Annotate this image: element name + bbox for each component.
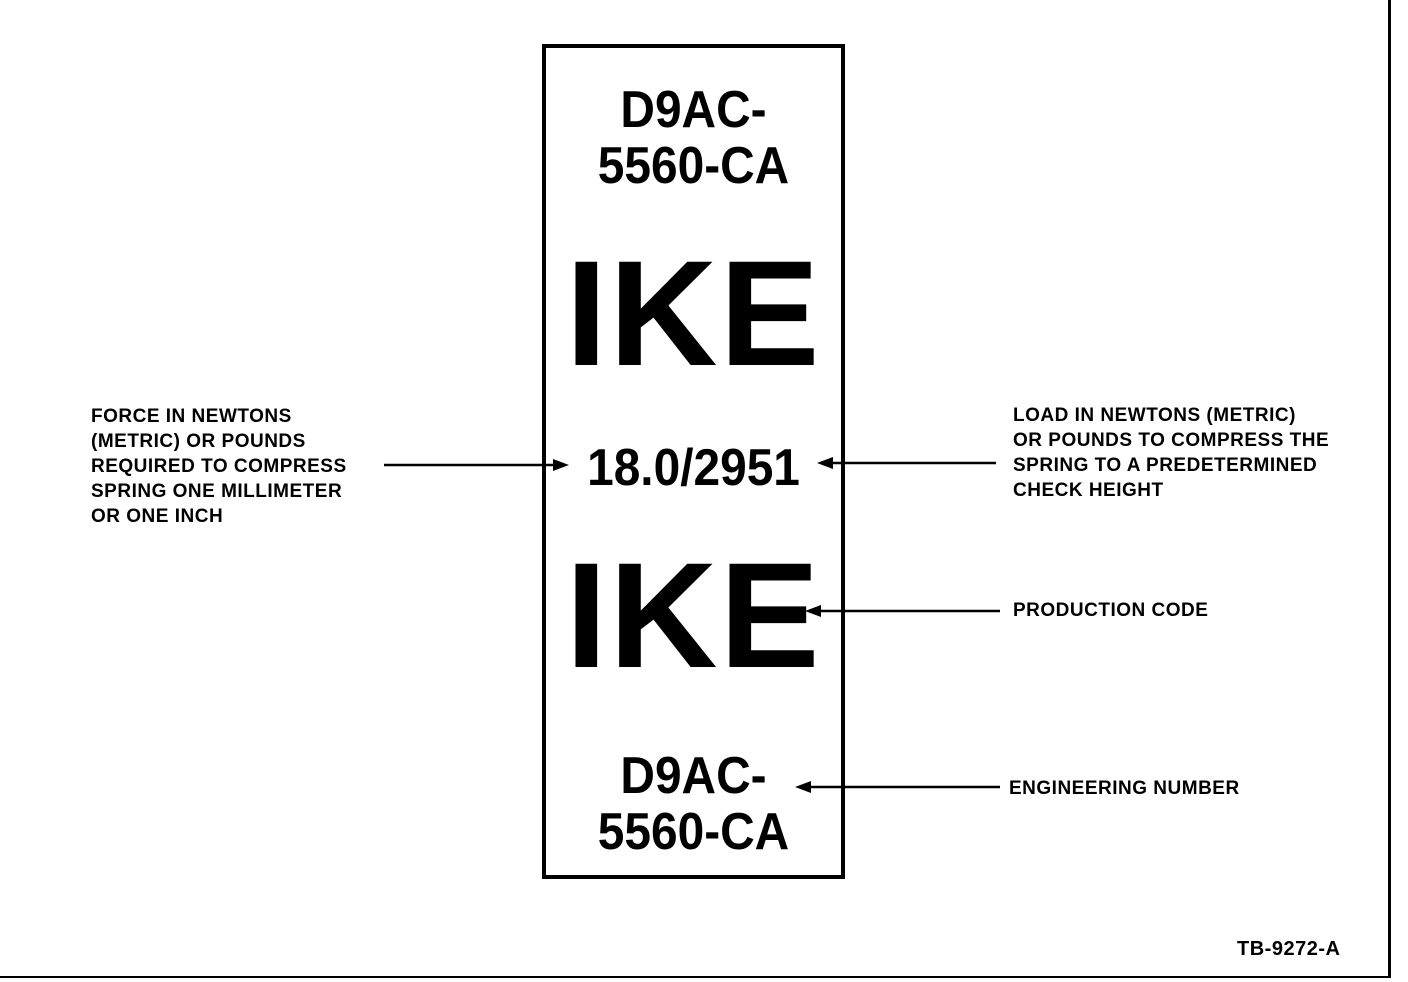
load-callout-line-3: SPRING TO A PREDETERMINED: [1013, 455, 1318, 476]
figure-id: TB-9272-A: [1237, 938, 1341, 960]
production-code-callout: PRODUCTION CODE: [1013, 600, 1209, 621]
load-callout-line-1: LOAD IN NEWTONS (METRIC): [1013, 405, 1296, 426]
force-callout-line-3: REQUIRED TO COMPRESS: [91, 456, 347, 477]
engineering-number-arrowhead: [795, 781, 811, 793]
rate-load-value: 18.0/2951: [587, 439, 800, 497]
spring-tag: D9AC- 5560-CA IKE 18.0/2951 IKE D9AC- 55…: [542, 44, 845, 879]
engineering-number-bottom-line-2: 5560-CA: [597, 803, 790, 861]
production-code-bottom: IKE: [565, 531, 822, 699]
production-code-top: IKE: [565, 229, 822, 397]
engineering-number-bottom: D9AC- 5560-CA: [558, 748, 829, 860]
force-callout-line-5: OR ONE INCH: [91, 506, 224, 527]
load-callout-line-2: OR POUNDS TO COMPRESS THE: [1013, 430, 1330, 451]
load-callout: LOAD IN NEWTONS (METRIC) OR POUNDS TO CO…: [1013, 403, 1329, 503]
production-code-arrowhead: [805, 605, 821, 617]
force-callout-line-1: FORCE IN NEWTONS: [91, 406, 292, 427]
load-arrowhead: [817, 457, 833, 469]
engineering-number-top-line-1: D9AC-: [620, 81, 767, 139]
force-arrowhead: [553, 459, 569, 471]
engineering-number-callout: ENGINEERING NUMBER: [1009, 778, 1240, 799]
load-callout-line-4: CHECK HEIGHT: [1013, 480, 1164, 501]
force-callout-line-2: (METRIC) OR POUNDS: [91, 431, 306, 452]
force-callout-line-4: SPRING ONE MILLIMETER: [91, 481, 343, 502]
engineering-number-bottom-line-1: D9AC-: [620, 747, 767, 805]
force-callout: FORCE IN NEWTONS (METRIC) OR POUNDS REQU…: [91, 404, 347, 529]
engineering-number-top-line-2: 5560-CA: [597, 137, 790, 195]
engineering-number-top: D9AC- 5560-CA: [558, 82, 829, 194]
